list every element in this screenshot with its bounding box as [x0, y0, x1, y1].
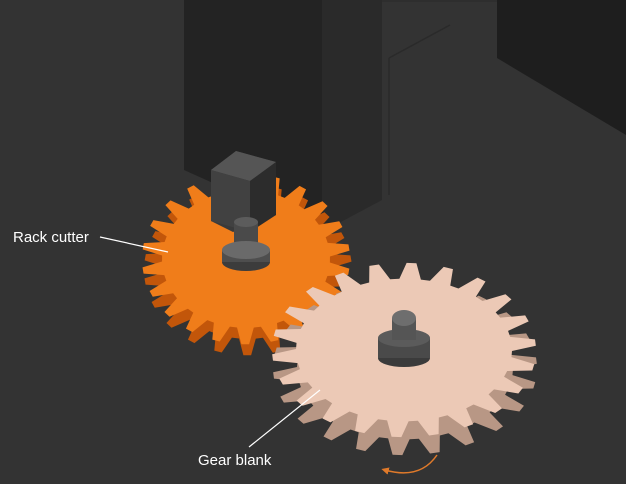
blank-arbor [378, 310, 430, 367]
gear-blank-leader [248, 389, 321, 448]
cutter-spindle [211, 151, 276, 271]
rotation-arrow-icon [381, 454, 438, 475]
gear-blank-label: Gear blank [198, 452, 272, 469]
rack-cutter-leader [99, 236, 169, 253]
machine-wedge [497, 0, 626, 135]
machine-edge-lines [388, 24, 451, 195]
rack-cutter-label: Rack cutter [13, 229, 89, 246]
